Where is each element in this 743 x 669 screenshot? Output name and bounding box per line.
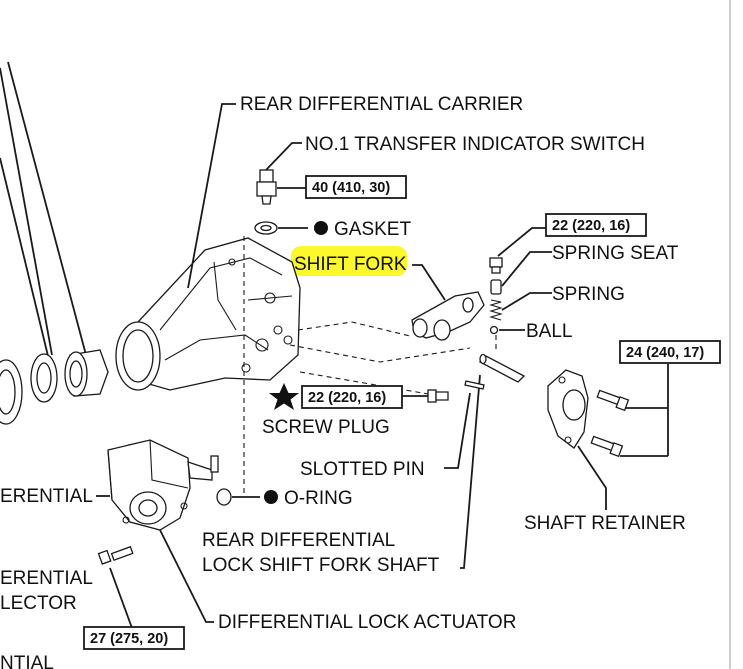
label-rear-differential-carrier: REAR DIFFERENTIAL CARRIER <box>240 94 523 115</box>
left-partial-parts <box>0 61 109 425</box>
spring-seat-plug-part <box>489 257 503 274</box>
retainer-bolt-2 <box>590 435 624 458</box>
label-shift-fork: SHIFT FORK <box>294 254 407 275</box>
spring-seat-leader-line <box>501 251 552 287</box>
ball-part <box>489 325 499 335</box>
torque-screw-plug: 22 (220, 16) <box>308 390 386 406</box>
switch-leader-line <box>265 142 302 171</box>
label-cut-off-4: NTIAL <box>0 653 54 669</box>
actuator-leader-line <box>159 529 214 623</box>
torque-indicator-switch: 40 (410, 30) <box>312 180 390 196</box>
differential-lock-actuator-part <box>107 439 219 531</box>
actuator-bolt-leader-line <box>109 567 133 629</box>
torque-box-shaft-retainer <box>619 340 721 364</box>
label-cut-off-2: ERENTIAL <box>0 568 93 589</box>
dashed-guide-plug <box>299 371 441 397</box>
shift-fork-part <box>411 291 485 341</box>
torque-box-indicator-switch <box>305 175 407 199</box>
transfer-indicator-switch-part <box>256 169 277 205</box>
shaft-retainer-part <box>547 369 589 449</box>
torque-shaft-retainer: 24 (240, 17) <box>626 345 704 361</box>
label-spring: SPRING <box>552 284 625 305</box>
o-ring-part <box>216 488 232 506</box>
label-shaft-retainer: SHAFT RETAINER <box>524 513 686 534</box>
seal-part <box>30 353 58 403</box>
shaft-leader-line <box>460 374 481 569</box>
carrier-leader-line <box>187 103 236 289</box>
rear-differential-carrier-housing <box>115 237 301 391</box>
spring-part <box>489 299 503 321</box>
non-reusable-icon-o-ring <box>264 490 278 504</box>
label-rear-diff-lock-shaft-2: LOCK SHIFT FORK SHAFT <box>202 555 440 576</box>
label-no1-transfer-indicator-switch: NO.1 TRANSFER INDICATOR SWITCH <box>305 134 645 155</box>
torque-actuator-bolt: 27 (275, 20) <box>90 631 168 647</box>
cut-off-ring <box>0 359 23 425</box>
label-gasket: GASKET <box>334 219 411 240</box>
label-rear-diff-lock-shaft-1: REAR DIFFERENTIAL <box>202 530 395 551</box>
spring-seat-part <box>490 279 502 295</box>
shift-fork-leader-line <box>412 264 446 301</box>
label-differential-lock-actuator: DIFFERENTIAL LOCK ACTUATOR <box>218 612 516 633</box>
label-slotted-pin: SLOTTED PIN <box>300 459 425 480</box>
slotted-pin-leader-line <box>444 392 471 469</box>
label-spring-seat: SPRING SEAT <box>552 243 679 264</box>
label-o-ring: O-RING <box>284 488 353 509</box>
retainer-bolt-1 <box>596 389 630 412</box>
gasket-part <box>254 221 278 235</box>
screw-plug-part <box>427 389 449 403</box>
precoated-star-icon <box>269 383 299 410</box>
torque-box-spring-seat-plug <box>545 213 647 237</box>
torque-box-actuator-bolt <box>83 626 185 650</box>
shift-fork-highlight <box>291 246 407 276</box>
torque-box-screw-plug <box>301 385 403 409</box>
spring-leader-line <box>501 292 552 311</box>
label-cut-off-3: LECTOR <box>0 593 77 614</box>
label-cut-off-1: ERENTIAL <box>0 486 93 507</box>
label-ball: BALL <box>526 321 572 342</box>
dashed-guide-shaft <box>289 344 471 363</box>
shaft-retainer-leader-line <box>577 445 607 510</box>
bearing-part <box>64 349 109 397</box>
torque-spring-seat-plug: 22 (220, 16) <box>552 218 630 234</box>
actuator-bolt-part <box>97 545 134 565</box>
shift-fork-shaft-part <box>478 353 526 383</box>
non-reusable-icon <box>314 221 328 235</box>
label-screw-plug: SCREW PLUG <box>262 417 390 438</box>
dashed-guide-fork <box>297 321 411 337</box>
plug-torque-leader <box>497 227 546 257</box>
slotted-pin-part <box>464 380 485 390</box>
